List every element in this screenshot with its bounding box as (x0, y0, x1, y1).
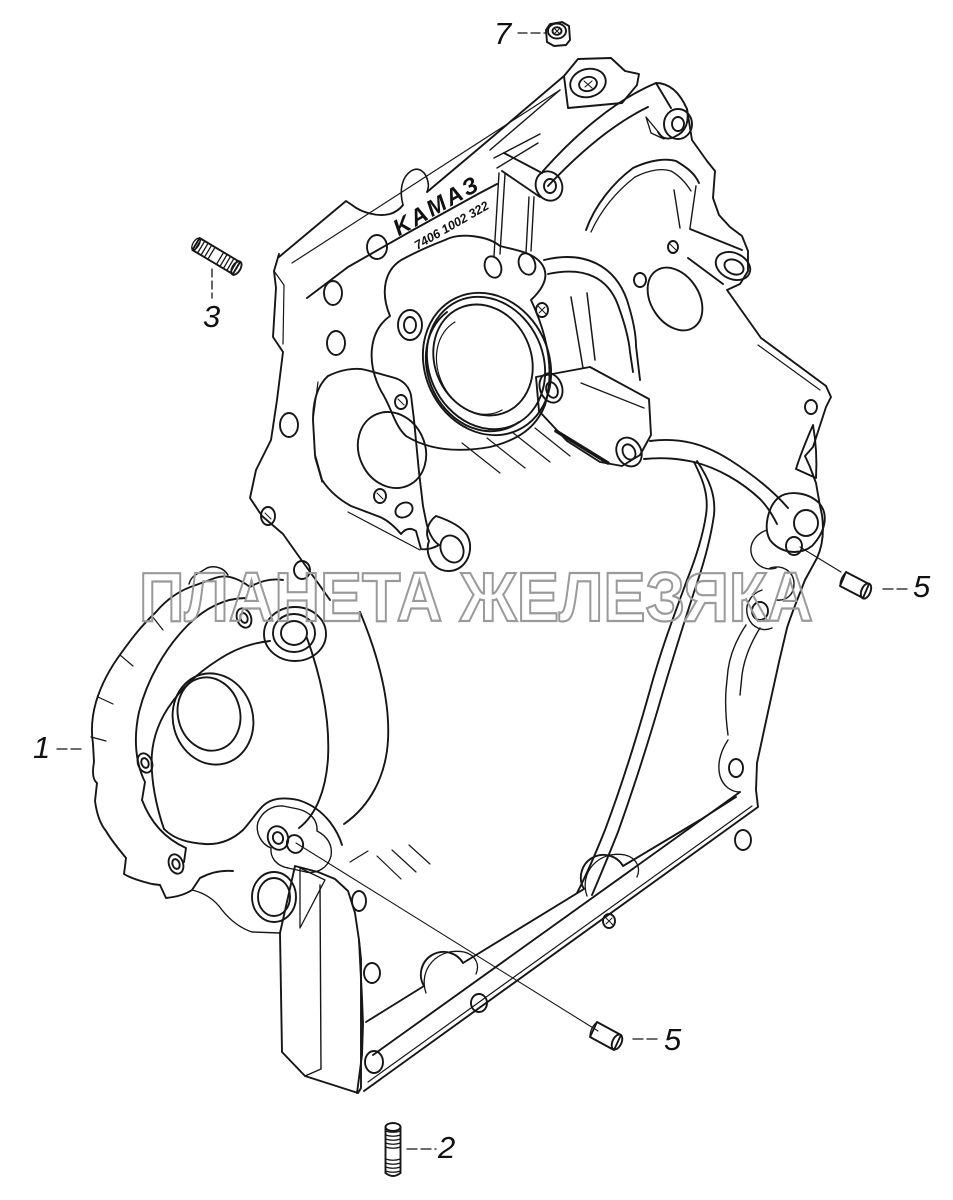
svg-text:3: 3 (203, 299, 220, 334)
svg-text:7: 7 (494, 16, 513, 51)
svg-text:1: 1 (33, 730, 50, 765)
svg-text:ПЛАНЕТА ЖЕЛЕЗЯКА: ПЛАНЕТА ЖЕЛЕЗЯКА (139, 558, 813, 636)
svg-text:5: 5 (913, 569, 931, 604)
svg-text:2: 2 (437, 1130, 455, 1165)
svg-text:5: 5 (664, 1022, 682, 1057)
